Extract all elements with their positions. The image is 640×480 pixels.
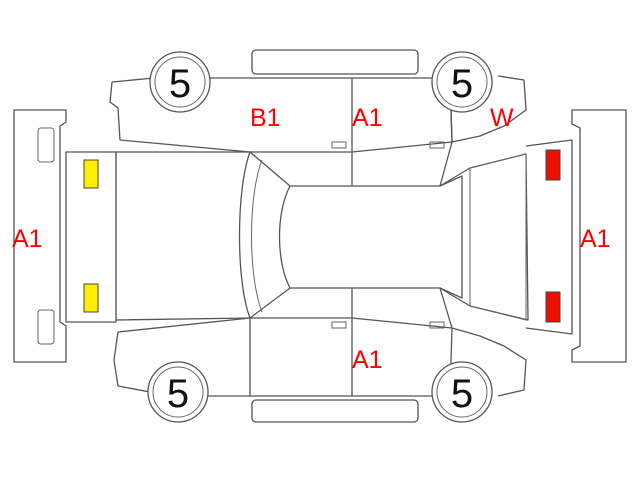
rear-quarter-glass-code: W [490,104,514,132]
tire-number: 5 [451,62,473,106]
rear-lamp-lower [545,291,561,323]
right-side [113,287,527,423]
tire-number: 5 [167,372,189,416]
rear-bumper-code: A1 [580,225,611,253]
wheel-front-left: 5 [149,51,211,113]
tire-number: 5 [169,62,191,106]
front-lamp-lower [83,283,99,313]
wheel-rear-right: 5 [431,361,493,423]
wheel-front-right: 5 [147,361,209,423]
front-lamp-upper [83,159,99,189]
left-rear-door-code: A1 [352,104,383,132]
right-rear-door-code: A1 [352,346,383,374]
left-front-door-code: B1 [250,104,281,132]
car-body [65,139,573,335]
rear-bumper [571,109,627,363]
front-bumper [13,109,67,363]
wheel-rear-left: 5 [431,51,493,113]
front-bumper-code: A1 [12,225,43,253]
tire-number: 5 [451,372,473,416]
rear-lamp-upper [545,149,561,181]
